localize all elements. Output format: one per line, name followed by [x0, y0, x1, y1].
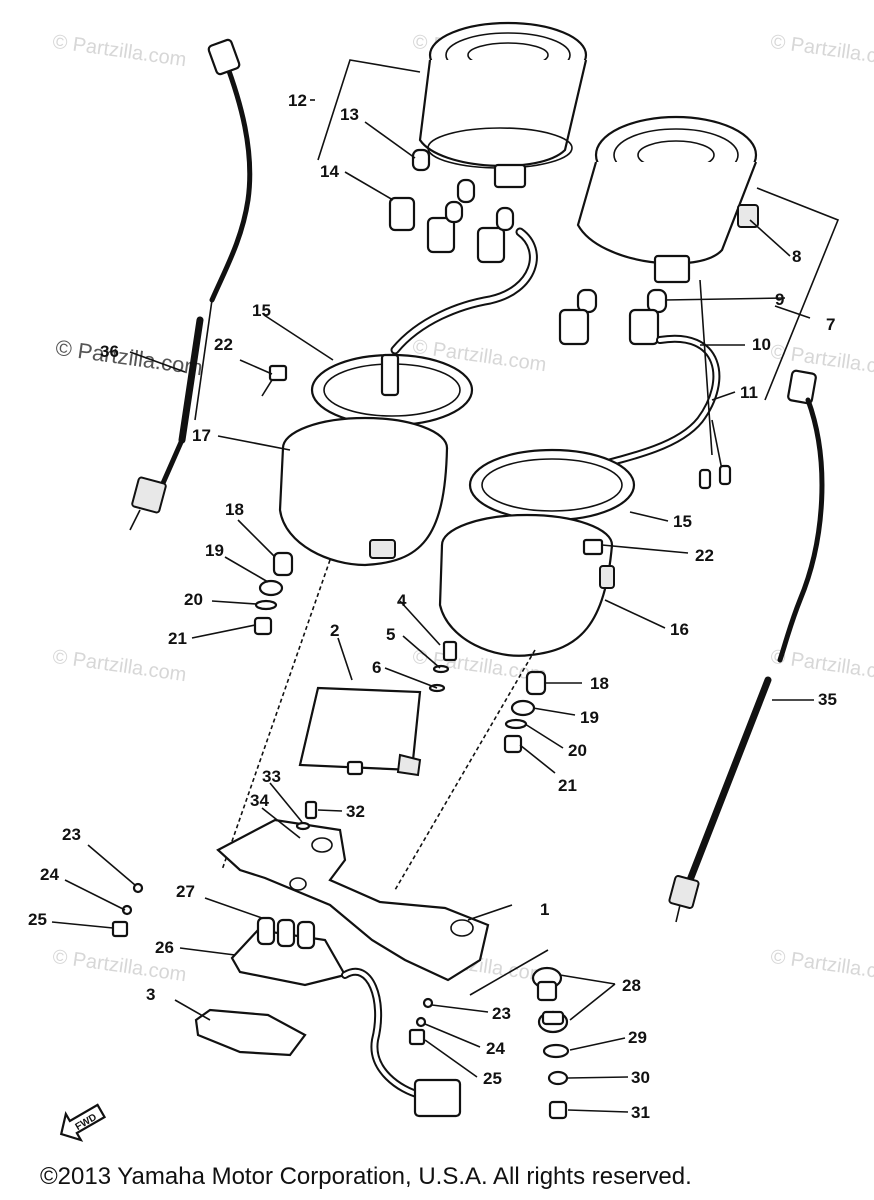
- leader-lines: [51, 99, 814, 1113]
- callout-8: 8: [792, 247, 801, 266]
- callout-22a: 22: [214, 335, 233, 354]
- callout-27: 27: [176, 882, 195, 901]
- callout-2: 2: [330, 621, 339, 640]
- callout-3: 3: [146, 985, 155, 1004]
- callout-15b: 15: [673, 512, 692, 531]
- grommet-stack-left: [253, 551, 294, 636]
- tachometer: [576, 115, 759, 284]
- callout-36: 36: [100, 342, 119, 361]
- callout-16: 16: [670, 620, 689, 639]
- callout-12: 12: [288, 91, 307, 110]
- washer: [422, 997, 434, 1009]
- speedometer-cable: [129, 38, 253, 531]
- callout-1: 1: [540, 900, 549, 919]
- callout-5: 5: [386, 625, 395, 644]
- indicator-box: [298, 686, 422, 777]
- callout-24a: 24: [40, 865, 59, 884]
- callout-19a: 19: [205, 541, 224, 560]
- callout-23a: 23: [62, 825, 81, 844]
- callout-24b: 24: [486, 1039, 505, 1058]
- callout-10: 10: [752, 335, 771, 354]
- tachometer-cable: [668, 369, 825, 923]
- callout-31: 31: [631, 1103, 650, 1122]
- callout-28: 28: [622, 976, 641, 995]
- switch-cover: [194, 1008, 307, 1057]
- nut: [111, 920, 129, 938]
- callout-20b: 20: [568, 741, 587, 760]
- callout-18b: 18: [590, 674, 609, 693]
- washer: [415, 1016, 427, 1028]
- group-bracket: [317, 59, 421, 161]
- copyright-notice: ©2013 Yamaha Motor Corporation, U.S.A. A…: [40, 1163, 692, 1190]
- callout-21a: 21: [168, 629, 187, 648]
- callout-30: 30: [631, 1068, 650, 1087]
- fwd-arrow-icon: FWD: [59, 1103, 107, 1142]
- washer: [121, 904, 133, 916]
- callout-20a: 20: [184, 590, 203, 609]
- callout-9: 9: [775, 290, 784, 309]
- callout-22b: 22: [695, 546, 714, 565]
- group-bracket: [756, 187, 840, 401]
- callout-4: 4: [397, 591, 407, 610]
- bulb-sockets-left: [388, 148, 538, 355]
- callout-25b: 25: [483, 1069, 502, 1088]
- guide-line: [394, 649, 536, 891]
- meter-housing-left: [278, 353, 474, 567]
- nut: [408, 1028, 426, 1046]
- screw: [268, 364, 288, 382]
- callout-32: 32: [346, 802, 365, 821]
- callout-23b: 23: [492, 1004, 511, 1023]
- callout-26: 26: [155, 938, 174, 957]
- washer: [432, 664, 450, 674]
- callout-15a: 15: [252, 301, 271, 320]
- grommet-stack-right: [503, 670, 547, 754]
- guide-line: [221, 559, 331, 871]
- washer: [132, 882, 144, 894]
- callout-numbers: 1 2 3 4 5 6 7 8 9 10 11 12 13 14 15 15 1…: [28, 91, 837, 1122]
- main-switch: [230, 916, 462, 1118]
- callout-18a: 18: [225, 500, 244, 519]
- callout-21b: 21: [558, 776, 577, 795]
- meter-housing-right: [438, 448, 636, 657]
- meter-bracket: [216, 818, 490, 982]
- callout-33: 33: [262, 767, 281, 786]
- callout-35: 35: [818, 690, 837, 709]
- fwd-label: FWD: [74, 1112, 99, 1133]
- callout-19b: 19: [580, 708, 599, 727]
- callout-11: 11: [740, 383, 758, 402]
- callout-34: 34: [250, 791, 269, 810]
- speedometer: [418, 21, 588, 189]
- callout-13: 13: [340, 105, 359, 124]
- screw: [304, 800, 318, 820]
- callout-17: 17: [192, 426, 211, 445]
- callout-6: 6: [372, 658, 381, 677]
- screw: [442, 640, 458, 662]
- guide-line: [469, 949, 549, 996]
- mount-grommets: [531, 966, 570, 1120]
- callout-7: 7: [826, 315, 835, 334]
- callout-29: 29: [628, 1028, 647, 1047]
- washer: [295, 821, 311, 831]
- callout-25a: 25: [28, 910, 47, 929]
- callout-14: 14: [320, 162, 339, 181]
